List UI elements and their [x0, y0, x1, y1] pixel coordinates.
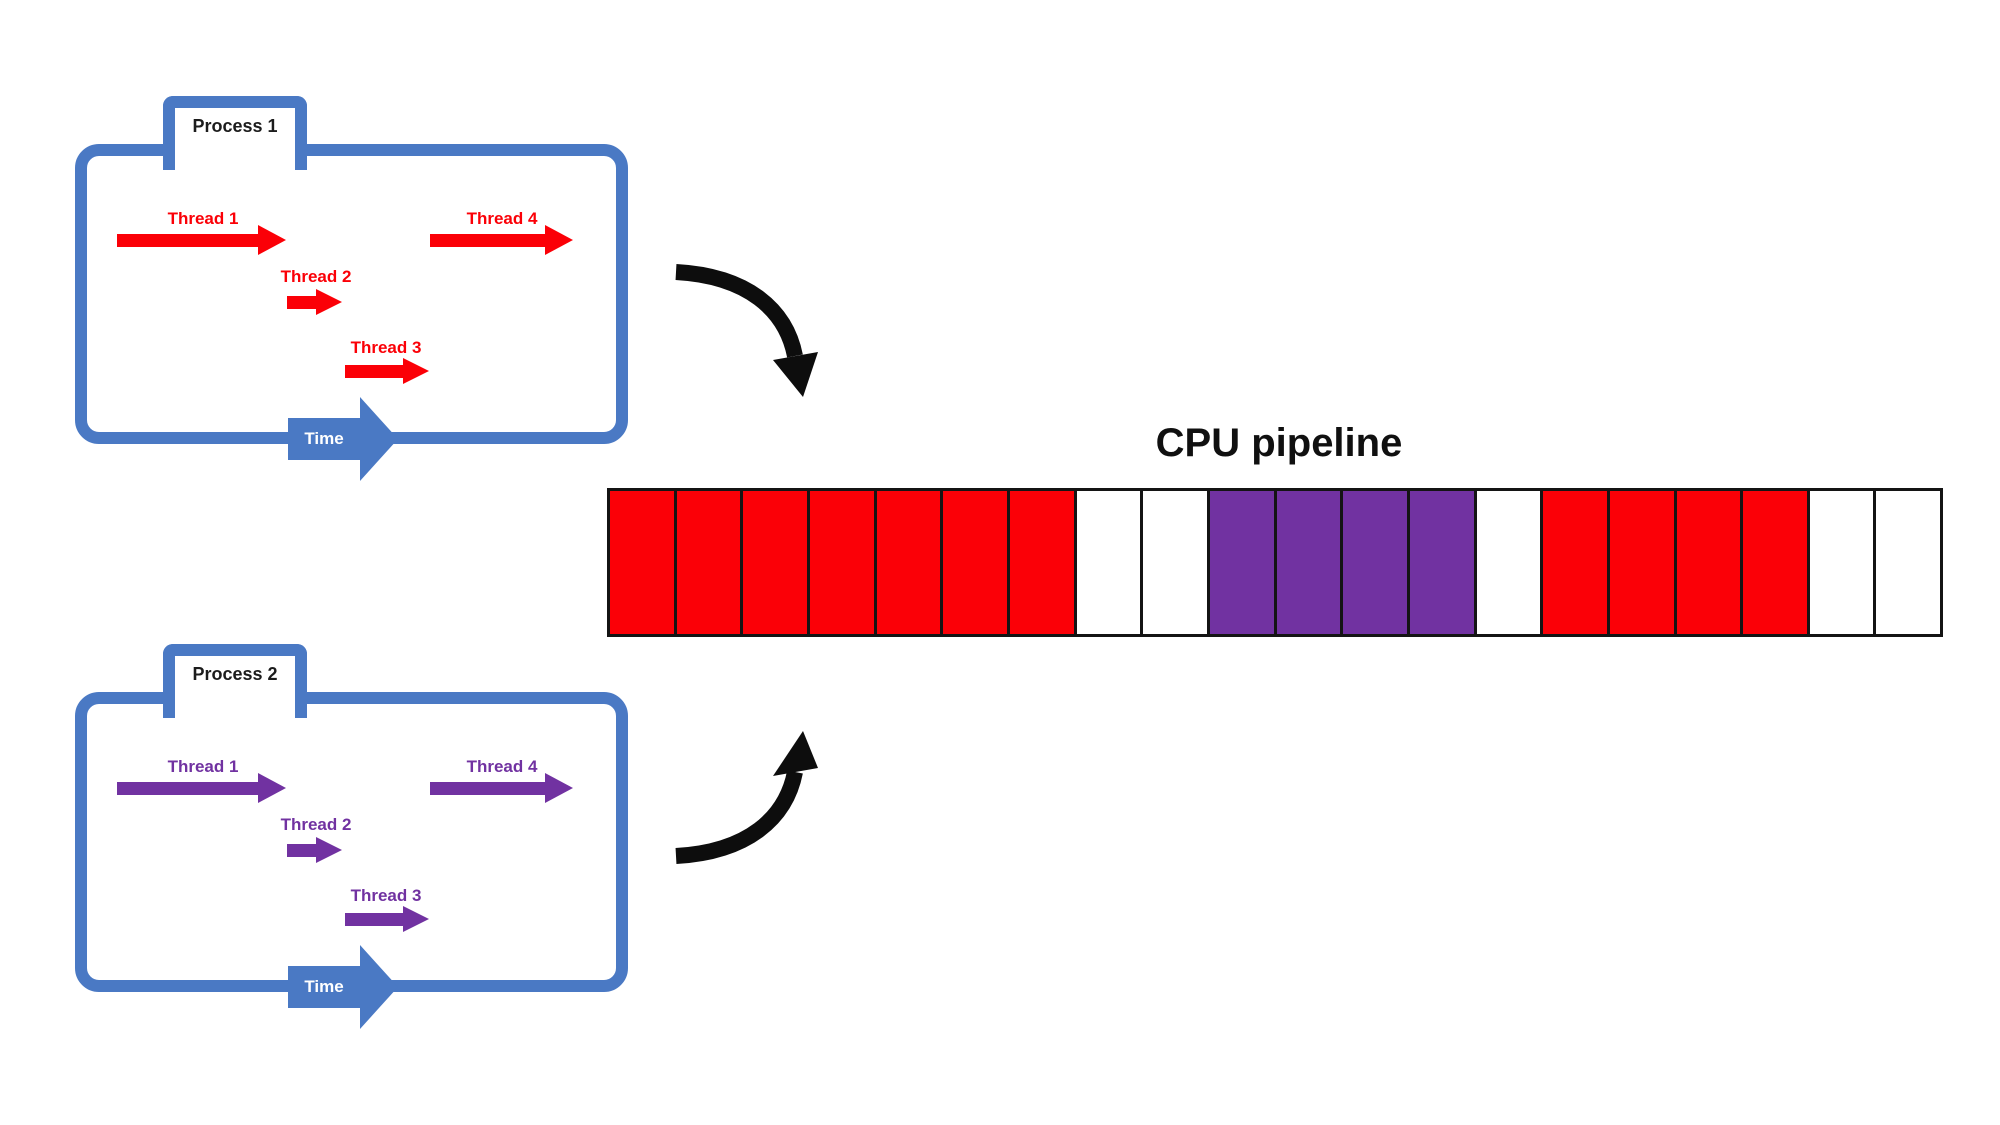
pipeline-cell-red: [809, 491, 877, 634]
pipeline-cell-red: [676, 491, 744, 634]
process-1-group: Process 1 Thread 1 Thread 2 Thread 3 Thr…: [0, 96, 720, 544]
thread-3-label: Thread 3: [350, 886, 422, 905]
pipeline-cell-purple: [1409, 491, 1477, 634]
arrow-shaft: [287, 843, 316, 857]
process-1-tab: Process 1: [163, 96, 307, 170]
time-label: Time: [304, 977, 344, 996]
process-2-tab: Process 2: [163, 644, 307, 718]
thread-3-arrow-icon: [345, 358, 429, 384]
pipeline-cell-purple: [1209, 491, 1277, 634]
arrow-head: [545, 773, 573, 803]
thread-2-label: Thread 2: [280, 815, 352, 834]
process-1-label: Process 1: [192, 115, 278, 136]
thread-4-arrow-icon: [430, 773, 573, 803]
arrow-head: [258, 225, 286, 255]
cpu-pipeline: [607, 488, 1943, 637]
thread-1-label: Thread 1: [167, 209, 239, 228]
pipeline-cell-white: [1143, 491, 1210, 634]
arrow-head: [403, 358, 429, 384]
thread-1-arrow-icon: [117, 225, 286, 255]
arrow-shaft: [345, 364, 403, 378]
arrow-shaft: [117, 781, 258, 795]
thread-3-arrow-icon: [345, 906, 429, 932]
time-arrow-icon: Time: [288, 945, 398, 1029]
thread-3-label: Thread 3: [350, 338, 422, 357]
arrow-shaft: Time: [288, 966, 360, 1008]
pipeline-cell-red: [1609, 491, 1677, 634]
arrow-head: [360, 397, 398, 481]
process-2-group: Process 2 Thread 1 Thread 2 Thread 3 Thr…: [0, 644, 720, 1092]
pipeline-cell-purple: [1343, 491, 1410, 634]
arrow-head: [360, 945, 398, 1029]
thread-4-arrow-icon: [430, 225, 573, 255]
pipeline-cell-red: [1543, 491, 1610, 634]
arrow-shaft: [117, 233, 258, 247]
time-label: Time: [304, 429, 344, 448]
arrow-head: [316, 289, 342, 315]
arrow-head: [258, 773, 286, 803]
pipeline-cell-white: [1876, 491, 1941, 634]
time-arrow-icon: Time: [288, 397, 398, 481]
pipeline-cell-white: [1076, 491, 1144, 634]
pipeline-cell-white: [1476, 491, 1544, 634]
thread-2-label: Thread 2: [280, 267, 352, 286]
thread-1-label: Thread 1: [167, 757, 239, 776]
arrow-head: [403, 906, 429, 932]
arrow-head: [316, 837, 342, 863]
pipeline-cell-red: [876, 491, 944, 634]
pipeline-cell-red: [1676, 491, 1744, 634]
thread-2-arrow-icon: [287, 289, 342, 315]
arrow-shaft: Time: [288, 418, 360, 460]
arrow-shaft: [430, 781, 545, 795]
thread-4-label: Thread 4: [466, 209, 538, 228]
pipeline-cell-red: [943, 491, 1010, 634]
thread-4-label: Thread 4: [466, 757, 538, 776]
pipeline-cell-red: [1743, 491, 1810, 634]
page-title: CPU pipeline: [1155, 421, 1403, 465]
arrow-head: [545, 225, 573, 255]
arrow-shaft: [430, 233, 545, 247]
thread-2-arrow-icon: [287, 837, 342, 863]
pipeline-cell-purple: [1276, 491, 1344, 634]
arrow-shaft: [345, 912, 403, 926]
pipeline-cell-red: [610, 491, 677, 634]
arrow-shaft: [287, 295, 316, 309]
pipeline-cell-red: [1009, 491, 1077, 634]
process-2-label: Process 2: [192, 663, 278, 684]
pipeline-cell-white: [1809, 491, 1877, 634]
pipeline-cell-red: [743, 491, 810, 634]
thread-1-arrow-icon: [117, 773, 286, 803]
